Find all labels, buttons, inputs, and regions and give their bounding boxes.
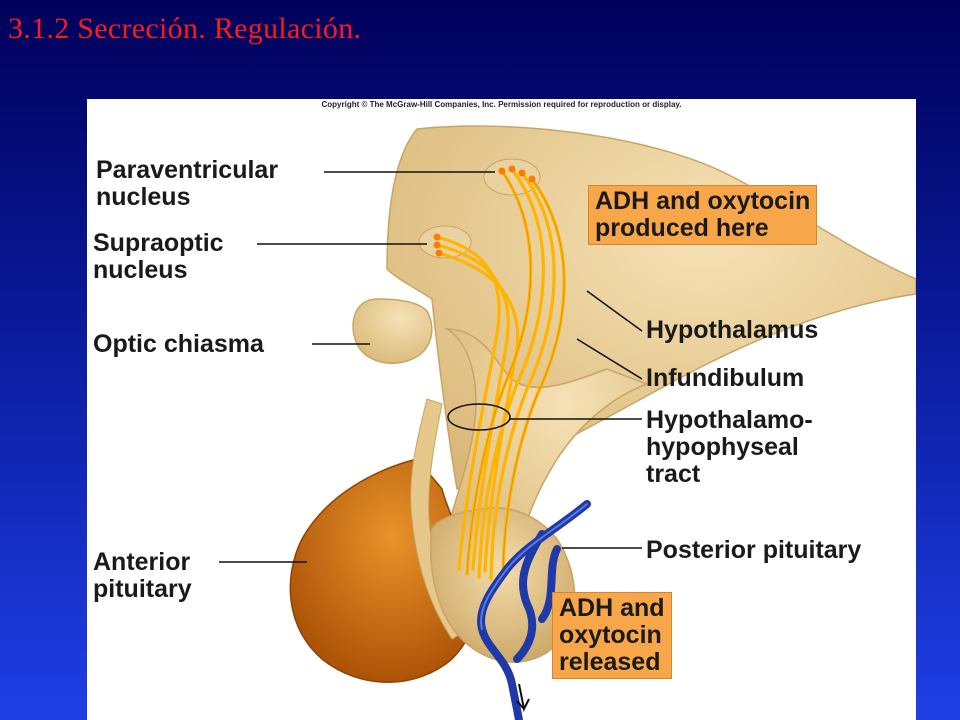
label-paraventricular-nucleus: Paraventricular nucleus: [96, 156, 279, 211]
callout-released: ADH and oxytocin released: [552, 592, 672, 679]
slide-title: 3.1.2 Secreción. Regulación.: [8, 12, 362, 45]
vessel-highlights: [480, 503, 588, 630]
supraoptic-nucleus: [418, 225, 472, 259]
label-posterior-pituitary: Posterior pituitary: [646, 536, 862, 564]
label-infundibulum: Infundibulum: [646, 364, 805, 392]
label-supraoptic-nucleus: Supraoptic nucleus: [93, 229, 224, 284]
pars-tuberalis: [410, 398, 466, 640]
tract-highlight: [447, 403, 511, 431]
leader-lines: [219, 171, 643, 563]
callout-produced-here: ADH and oxytocin produced here: [588, 185, 818, 245]
copyright-notice: Copyright © The McGraw-Hill Companies, I…: [321, 100, 682, 109]
label-hypothalamo-hypophyseal-tract: Hypothalamo- hypophyseal tract: [646, 406, 813, 488]
nerve-fiber-outlines: [466, 170, 565, 580]
optic-chiasma-shape: [352, 298, 433, 364]
label-optic-chiasma: Optic chiasma: [93, 330, 264, 358]
outflow-arrow: [516, 683, 530, 713]
neuron-cell-bodies: [433, 165, 536, 257]
label-anterior-pituitary: Anterior pituitary: [93, 548, 192, 603]
label-hypothalamus: Hypothalamus: [646, 316, 819, 344]
paraventricular-nucleus: [483, 158, 541, 196]
anatomy-figure: Copyright © The McGraw-Hill Companies, I…: [87, 99, 916, 720]
